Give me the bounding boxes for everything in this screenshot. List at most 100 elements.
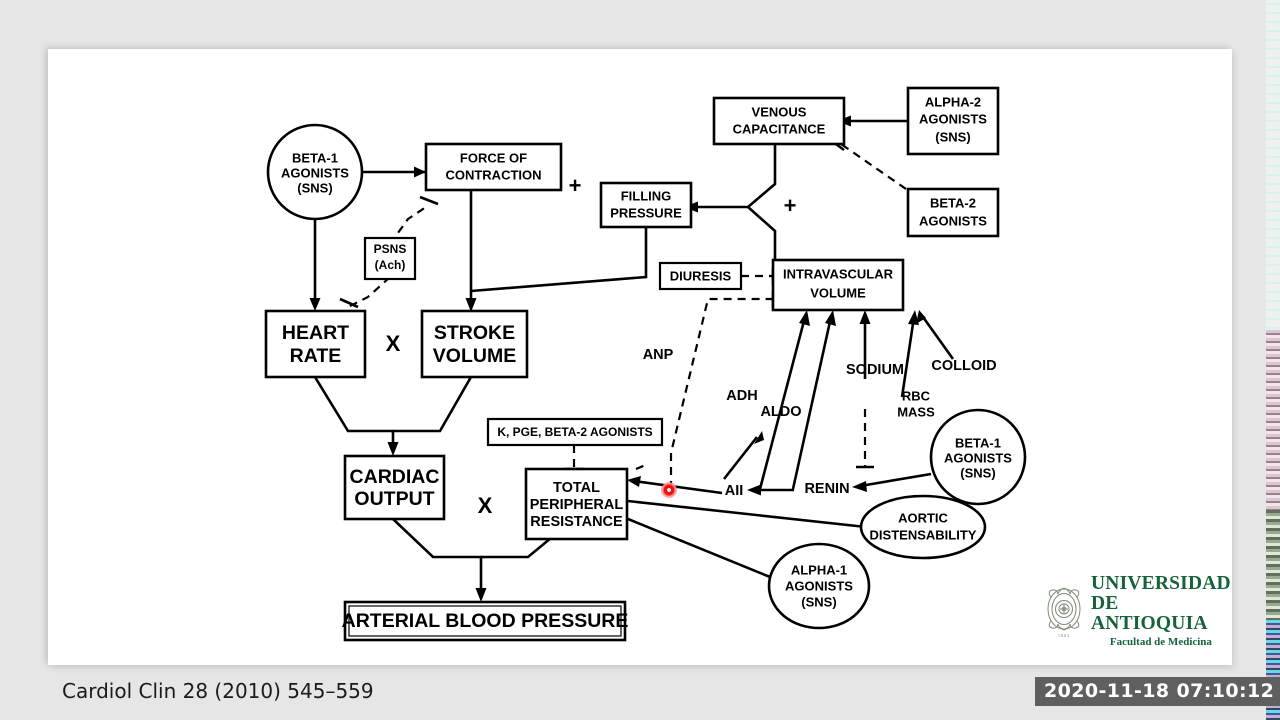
node-label: ALPHA-1: [791, 562, 847, 577]
node-label: AGONISTS: [281, 165, 349, 180]
timestamp-badge: 2020-11-18 07:10:12: [1035, 677, 1280, 706]
node-label: PERIPHERAL: [530, 497, 624, 513]
node-label: CARDIAC: [350, 466, 440, 488]
node-beta1-agonists-left[interactable]: BETA-1 AGONISTS (SNS): [266, 123, 364, 221]
node-label: VOLUME: [433, 345, 516, 367]
logo-line-2: DE ANTIOQUIA: [1091, 593, 1208, 634]
edge-aortic-to-tpr: [627, 499, 867, 529]
edge-venous-intravascular-to-filling: [684, 144, 777, 265]
node-label: INTRAVASCULAR: [783, 266, 894, 281]
operator-plus-2: +: [784, 193, 797, 218]
node-beta2-agonists[interactable]: BETA-2 AGONISTS: [906, 187, 1000, 238]
node-alpha1-agonists[interactable]: ALPHA-1 AGONISTS (SNS): [767, 542, 871, 630]
node-label: VOLUME: [810, 285, 866, 300]
node-filling-pressure[interactable]: FILLING PRESSURE: [599, 181, 693, 229]
node-label: RESISTANCE: [530, 514, 623, 530]
node-label: DIURESIS: [670, 268, 732, 283]
node-label: BETA-1: [955, 435, 1001, 450]
edge-aii-to-aldo: [722, 431, 764, 480]
logo-line-1: UNIVERSIDAD: [1091, 572, 1231, 594]
node-beta1-agonists-right[interactable]: BETA-1 AGONISTS (SNS): [929, 408, 1027, 506]
edge-beta1right-to-renin: [852, 472, 932, 492]
edge-label-colloid: COLLOID: [931, 358, 996, 374]
edge-label-rbc-mass: RBC: [902, 388, 931, 403]
edge-kpge-inhibits-tpr: [564, 445, 584, 471]
node-intravascular-volume[interactable]: INTRAVASCULAR VOLUME: [771, 258, 905, 312]
edge-hr-sv-to-cardiac-output: [313, 376, 473, 456]
node-label: PSNS: [374, 242, 407, 256]
node-diuresis[interactable]: DIURESIS: [658, 261, 743, 291]
edge-label-renin: RENIN: [804, 481, 849, 497]
strip-segment-3: [1266, 510, 1280, 620]
edge-label-sodium: SODIUM: [846, 362, 904, 378]
node-label: AGONISTS: [919, 111, 987, 126]
node-stroke-volume[interactable]: STROKE VOLUME: [420, 309, 529, 379]
node-label: RATE: [290, 345, 342, 367]
node-label: FORCE OF: [460, 150, 527, 165]
node-aortic-distensability[interactable]: AORTIC DISTENSABILITY: [859, 494, 987, 560]
node-psns-ach[interactable]: PSNS (Ach): [363, 236, 417, 281]
node-label: AGONISTS: [944, 450, 1012, 465]
node-label: BETA-1: [292, 150, 338, 165]
university-logo: 1803 UNIVERSIDAD DE ANTIOQUIA Facultad d…: [1043, 574, 1231, 648]
edge-filling-pressure-to-stroke-volume: [470, 227, 648, 293]
edge-force-to-stroke-volume: [465, 189, 477, 312]
node-force-of-contraction[interactable]: FORCE OF CONTRACTION: [424, 142, 563, 192]
node-label: AORTIC: [898, 510, 948, 525]
node-label: BETA-2: [930, 195, 976, 210]
edge-beta1-to-force: [362, 166, 426, 178]
node-label: FILLING: [621, 188, 672, 203]
edge-label-adh: ADH: [726, 388, 757, 404]
operator-times-1: X: [386, 331, 401, 356]
edge-renin-to-aii: [747, 484, 794, 496]
node-label: K, PGE, BETA-2 AGONISTS: [497, 425, 652, 439]
edge-label-aldo: ALDO: [760, 404, 801, 420]
logo-line-3: Facultad de Medicina: [1109, 636, 1212, 649]
node-label: PRESSURE: [610, 205, 682, 220]
edge-label-aii: AII: [725, 483, 744, 499]
edge-psns-inhibits-force: [389, 195, 439, 245]
node-label: CAPACITANCE: [733, 121, 826, 136]
edge-aii-to-tpr: [627, 476, 723, 495]
node-label: (SNS): [960, 465, 995, 480]
operator-times-2: X: [478, 493, 493, 518]
edge-alpha1-to-tpr: [627, 517, 771, 579]
node-total-peripheral-resistance[interactable]: TOTAL PERIPHERAL RESISTANCE: [524, 467, 629, 541]
node-label: DISTENSABILITY: [870, 527, 977, 542]
node-arterial-blood-pressure[interactable]: ARTERIAL BLOOD PRESSURE: [342, 600, 629, 642]
edge-anp-tick: [635, 462, 649, 471]
edge-beta2-to-venous-capacitance: [831, 139, 907, 190]
edge-aldo-to-intravascular: [791, 310, 836, 490]
edge-beta1-to-heart-rate: [309, 219, 321, 311]
node-label: (SNS): [801, 594, 836, 609]
edge-label-anp: ANP: [643, 347, 674, 363]
node-label: AGONISTS: [785, 578, 853, 593]
edge-diuresis-inhibits-intravascular: [741, 268, 775, 285]
node-label: VENOUS: [752, 104, 807, 119]
node-label: HEART: [282, 322, 349, 344]
edge-colloid-to-intravascular: [916, 310, 955, 360]
edge-sodium-to-intravascular: [859, 310, 871, 379]
citation-text: Cardiol Clin 28 (2010) 545–559: [62, 679, 374, 703]
node-label: TOTAL: [553, 480, 600, 496]
node-venous-capacitance[interactable]: VENOUS CAPACITANCE: [712, 96, 846, 146]
edge-renin-inhibits-sodium: [856, 409, 874, 469]
node-heart-rate[interactable]: HEART RATE: [264, 309, 367, 379]
blood-pressure-flow-diagram: BETA-1 AGONISTS (SNS) FORCE OF CONTRACTI…: [264, 86, 1027, 642]
edge-alpha2-to-venous-capacitance: [837, 115, 908, 127]
node-alpha2-agonists[interactable]: ALPHA-2 AGONISTS (SNS): [906, 86, 1000, 156]
node-label: CONTRACTION: [445, 167, 541, 182]
node-label: STROKE: [434, 322, 515, 344]
node-cardiac-output[interactable]: CARDIAC OUTPUT: [343, 454, 446, 521]
node-label: AGONISTS: [919, 213, 987, 228]
operator-plus-1: +: [569, 173, 582, 198]
node-k-pge-beta2-agonists[interactable]: K, PGE, BETA-2 AGONISTS: [486, 417, 664, 447]
edge-label-rbc-mass: MASS: [897, 404, 935, 419]
edge-psns-inhibits-heart-rate: [339, 276, 391, 309]
node-label: ARTERIAL BLOOD PRESSURE: [342, 610, 629, 632]
edge-rbcmass-to-intravascular: [900, 310, 919, 398]
slide-canvas: BETA-1 AGONISTS (SNS) FORCE OF CONTRACTI…: [48, 49, 1232, 665]
node-label: ALPHA-2: [925, 94, 981, 109]
edge-adh-to-intravascular: [758, 310, 810, 490]
